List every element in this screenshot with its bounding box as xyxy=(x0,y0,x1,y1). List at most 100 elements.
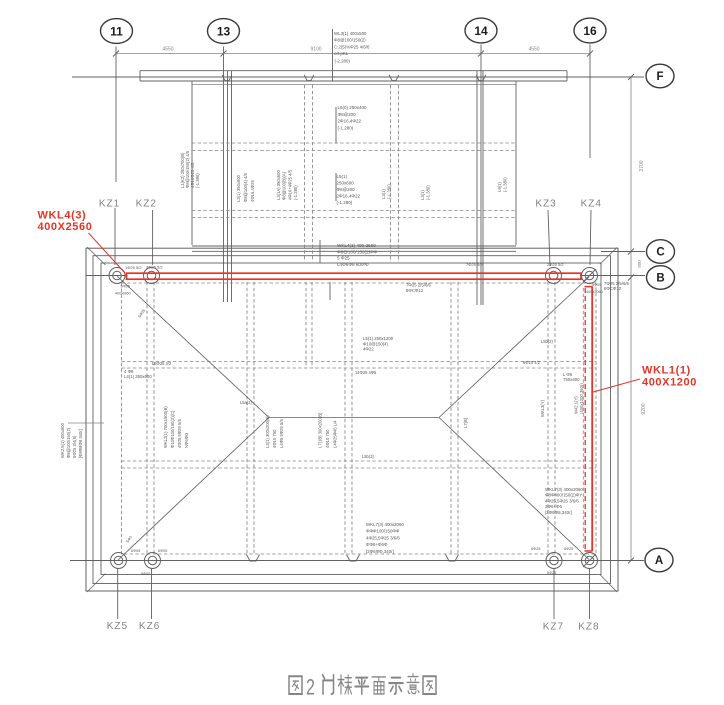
svg-text:WKL4(3): WKL4(3) xyxy=(38,210,87,222)
svg-text:(-1.380): (-1.380) xyxy=(503,177,508,192)
svg-text:5Φ25 3/4(6): 5Φ25 3/4(6) xyxy=(72,435,77,458)
svg-text:L7(1B) 300x200(B): L7(1B) 300x200(B) xyxy=(318,412,323,448)
svg-text:L6Φ25 4/2: L6Φ25 4/2 xyxy=(152,361,172,366)
svg-text:KZ6: KZ6 xyxy=(139,621,160,632)
svg-text:Φ8@100/150(2)ΦΦ: Φ8@100/150(2)ΦΦ xyxy=(337,249,378,254)
svg-text:Φ10@150(4): Φ10@150(4) xyxy=(363,341,389,346)
svg-text:ΦΦΦ100/150ΦΦ: ΦΦΦ100/150ΦΦ xyxy=(366,529,400,534)
svg-text:900: 900 xyxy=(637,260,642,268)
svg-text:W42.1(Y): W42.1(Y) xyxy=(574,396,579,414)
svg-text:4Φ25,5Φ25 3/6/6: 4Φ25,5Φ25 3/6/6 xyxy=(366,535,400,540)
svg-text:4550: 4550 xyxy=(162,47,173,53)
svg-text:Φ8@100/150(2): Φ8@100/150(2) xyxy=(66,427,71,458)
svg-text:4Φ10 750: 4Φ10 750 xyxy=(325,429,330,448)
svg-text:2: 2 xyxy=(306,676,315,700)
svg-text:L4Φ5,5Φ25 5/5: L4Φ5,5Φ25 5/5 xyxy=(279,419,284,448)
svg-text:(-2.280): (-2.280) xyxy=(335,58,351,63)
svg-text:6Φ25: 6Φ25 xyxy=(531,547,540,551)
svg-text:F: F xyxy=(656,71,663,83)
svg-text:KZ4: KZ4 xyxy=(581,199,602,210)
svg-text:Φ10Φ100/150(2)(C): Φ10Φ100/150(2)(C) xyxy=(170,410,175,448)
svg-text:Φ8@200: Φ8@200 xyxy=(338,112,357,117)
svg-text:WKL1(1): WKL1(1) xyxy=(642,365,691,377)
svg-text:L3(1A) 350x600: L3(1A) 350x600 xyxy=(276,170,281,200)
svg-text:5Φ05: 5Φ05 xyxy=(141,572,150,576)
svg-text:KZ8: KZ8 xyxy=(578,622,599,633)
svg-text:Φ8@100(B)(A): Φ8@100(B)(A) xyxy=(282,171,287,200)
svg-text:WKL7(3) 400x2060: WKL7(3) 400x2060 xyxy=(366,522,404,527)
svg-text:400xM60: 400xM60 xyxy=(115,292,131,296)
svg-text:4Φ10 750: 4Φ10 750 xyxy=(272,429,277,448)
svg-text:[2Φ6ΦΦ,340r]: [2Φ6ΦΦ,340r] xyxy=(366,549,394,554)
svg-text:5Φ05: 5Φ05 xyxy=(138,309,147,319)
svg-text:(-1.380): (-1.380) xyxy=(426,185,431,200)
svg-text:Φ8@100(4) 4/5: Φ8@100(4) 4/5 xyxy=(243,172,248,202)
svg-text:KZ1: KZ1 xyxy=(99,199,120,210)
svg-text:L5(1): L5(1) xyxy=(337,174,348,179)
svg-text:4Φ25,5Φ25 5/5: 4Φ25,5Φ25 5/5 xyxy=(177,419,182,448)
svg-text:2Φ25 5/2: 2Φ25 5/2 xyxy=(547,262,564,267)
svg-text:7Φ25 2/5/6/6: 7Φ25 2/5/6/6 xyxy=(406,283,432,288)
svg-text:400x2060: 400x2060 xyxy=(586,290,603,294)
svg-text:6Φ20 4/2: 6Φ20 4/2 xyxy=(523,360,541,365)
svg-text:2Φ16,4Φ22: 2Φ16,4Φ22 xyxy=(337,194,361,199)
svg-text:(-1.380): (-1.380) xyxy=(195,173,200,188)
svg-text:L Φ6: L Φ6 xyxy=(563,372,573,377)
svg-text:14: 14 xyxy=(474,24,488,38)
svg-text:C:2(5)%Φ25 4/6/6: C:2(5)%Φ25 4/6/6 xyxy=(334,44,370,49)
svg-text:6Φ05: 6Φ05 xyxy=(158,549,167,553)
svg-text:4Φ16Φ25 4/5: 4Φ16Φ25 4/5 xyxy=(190,162,195,188)
svg-text:L3(1) 350x600: L3(1) 350x600 xyxy=(236,174,241,202)
svg-text:L7(B): L7(B) xyxy=(463,417,468,428)
svg-text:Φ8@100/150(2) 4/5: Φ8@100/150(2) 4/5 xyxy=(185,150,190,188)
svg-text:WK2.5(1) 400x500: WK2.5(1) 400x500 xyxy=(60,422,65,458)
svg-text:L3(1): L3(1) xyxy=(420,190,425,200)
svg-text:5Φ0: 5Φ0 xyxy=(126,535,133,543)
svg-text:4Φ16+4Φ25 4/5: 4Φ16+4Φ25 4/5 xyxy=(287,169,292,200)
svg-text:L5a(2): L5a(2) xyxy=(240,400,252,405)
svg-text:ort.pKL: ort.pKL xyxy=(334,51,349,56)
svg-text:6Φ25: 6Φ25 xyxy=(564,547,573,551)
svg-text:7Φ25 2/5/6/6: 7Φ25 2/5/6/6 xyxy=(604,281,630,286)
svg-text:8ΦCΦ12: 8ΦCΦ12 xyxy=(406,288,424,293)
svg-text:(-1.280): (-1.280) xyxy=(387,184,392,199)
svg-text:4Φ22: 4Φ22 xyxy=(363,347,374,352)
svg-text:9200: 9200 xyxy=(641,403,647,414)
svg-text:WL3(1) 400x500: WL3(1) 400x500 xyxy=(334,31,367,36)
svg-text:L4Φ25Φ45 L/4: L4Φ25Φ45 L/4 xyxy=(333,420,338,448)
svg-text:Φ8@100/150(2): Φ8@100/150(2) xyxy=(334,38,366,43)
svg-text:5 Φ25: 5 Φ25 xyxy=(337,256,350,261)
svg-text:400X1200: 400X1200 xyxy=(642,377,697,389)
svg-text:3700: 3700 xyxy=(639,160,645,171)
svg-text:4Φ16,4Φ25: 4Φ16,4Φ25 xyxy=(250,180,255,202)
svg-text:3Φ25 5/2: 3Φ25 5/2 xyxy=(146,265,163,270)
svg-text:L5(1) 250x1200: L5(1) 250x1200 xyxy=(363,336,394,341)
svg-text:C: C xyxy=(656,247,664,259)
svg-text:L5b(2): L5b(2) xyxy=(541,339,553,344)
svg-text:5Φ25: 5Φ25 xyxy=(547,571,556,575)
svg-text:WKL2(1) 700x1500(B): WKL2(1) 700x1500(B) xyxy=(163,406,168,448)
svg-text:KZ5: KZ5 xyxy=(107,621,128,632)
svg-text:4Φ25,5Φ25 3/6/6: 4Φ25,5Φ25 3/6/6 xyxy=(545,498,579,503)
svg-text:L6(0) 250x400: L6(0) 250x400 xyxy=(338,105,368,110)
svg-text:L5b(3): L5b(3) xyxy=(362,454,374,459)
svg-text:14Φ25 4Φ5: 14Φ25 4Φ5 xyxy=(355,370,377,375)
svg-text:11: 11 xyxy=(110,24,123,38)
svg-text:L9(1): L9(1) xyxy=(497,182,502,192)
svg-text:A: A xyxy=(655,555,663,567)
svg-text:KZ3: KZ3 xyxy=(535,199,556,210)
svg-text:8ΦCΦ12: 8ΦCΦ12 xyxy=(604,286,622,291)
svg-text:KZ2: KZ2 xyxy=(136,199,157,210)
svg-text:Φ8Φ400/150(2)ΦY: Φ8Φ400/150(2)ΦY xyxy=(545,493,582,498)
svg-text:6Φ05: 6Φ05 xyxy=(131,549,140,553)
svg-text:(-1.280): (-1.280) xyxy=(293,185,298,200)
svg-text:WKL4(3) 400-2560: WKL4(3) 400-2560 xyxy=(337,243,376,248)
svg-text:L4Φ6Φ8 600rΦ: L4Φ6Φ8 600rΦ xyxy=(337,262,369,267)
svg-text:5Φ05: 5Φ05 xyxy=(592,283,601,287)
svg-text:(-1.280): (-1.280) xyxy=(337,200,353,205)
svg-text:4 Φ8: 4 Φ8 xyxy=(124,369,134,374)
svg-text:NΦ6ΦG: NΦ6ΦG xyxy=(184,433,189,448)
svg-text:WKL3(Y): WKL3(Y) xyxy=(540,399,545,417)
svg-text:L3(1) 300x200(B): L3(1) 300x200(B) xyxy=(265,415,270,448)
svg-text:4550: 4550 xyxy=(528,47,539,53)
